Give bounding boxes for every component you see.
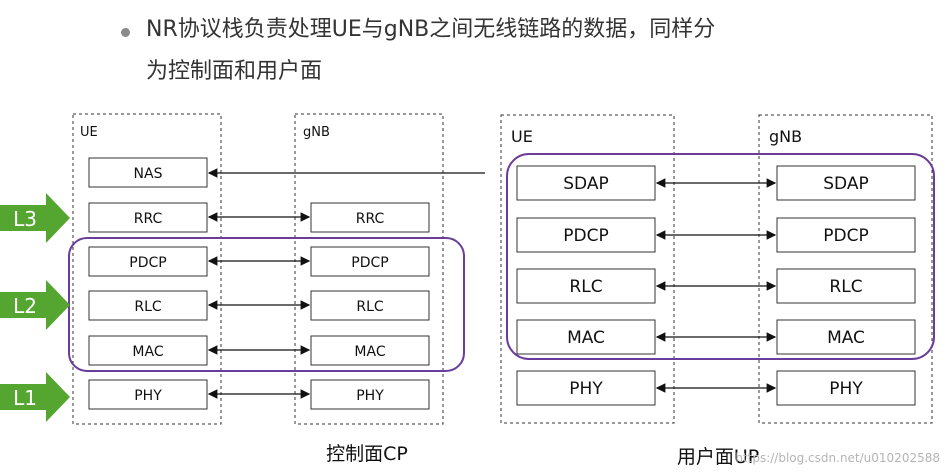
- up-ue-mac: MAC: [567, 328, 605, 348]
- up-gnb-mac: MAC: [827, 328, 865, 348]
- up-group-outline: [506, 153, 935, 360]
- up-gnb-pdcp: PDCP: [823, 226, 868, 246]
- header-line-1: NR协议栈负责处理UE与gNB之间无线链路的数据，同样分: [146, 17, 716, 42]
- cp-ue-rrc: RRC: [134, 211, 163, 227]
- cp-gnb-phy: PHY: [356, 388, 384, 404]
- up-ue-stack: SDAP PDCP RLC MAC PHY: [516, 165, 656, 406]
- l1-layer-arrow: L1: [0, 372, 70, 422]
- cp-ue-mac: MAC: [132, 344, 163, 360]
- up-ue-label: UE: [511, 127, 533, 146]
- up-ue-phy: PHY: [569, 379, 603, 399]
- cp-gnb-pdcp: PDCP: [351, 255, 388, 271]
- up-gnb-rlc: RLC: [829, 277, 862, 297]
- up-ue-rlc: RLC: [569, 277, 602, 297]
- cp-ue-stack: NAS RRC PDCP RLC MAC PHY: [88, 157, 208, 410]
- cp-gnb-label: gNB: [303, 125, 330, 140]
- up-ue-pdcp: PDCP: [563, 226, 608, 246]
- l1-label: L1: [13, 386, 37, 410]
- cp-caption: 控制面CP: [326, 443, 408, 465]
- cp-ue-label: UE: [80, 125, 98, 140]
- l2-layer-arrow: L2: [0, 280, 70, 330]
- cp-ue-column: [72, 113, 222, 425]
- cp-gnb-mac: MAC: [354, 344, 385, 360]
- up-ue-column: [500, 114, 675, 424]
- up-gnb-column: [758, 114, 933, 424]
- up-gnb-stack: SDAP PDCP RLC MAC PHY: [776, 165, 916, 406]
- cp-gnb-rrc: RRC: [356, 211, 385, 227]
- up-gnb-sdap: SDAP: [823, 174, 868, 194]
- watermark: https://blog.csdn.net/u010202588: [735, 451, 940, 465]
- up-ue-sdap: SDAP: [563, 174, 608, 194]
- up-caption: 用户面UP: [677, 446, 759, 468]
- cp-gnb-rlc: RLC: [356, 299, 384, 315]
- cp-gnb-stack: RRC PDCP RLC MAC PHY: [310, 202, 430, 410]
- l2-label: L2: [13, 294, 37, 318]
- l3-label: L3: [13, 207, 37, 231]
- header-line-2: 为控制面和用户面: [146, 59, 323, 84]
- cp-ue-pdcp: PDCP: [129, 255, 166, 271]
- cp-ue-rlc: RLC: [134, 299, 162, 315]
- bullet-dot: [121, 28, 130, 37]
- cp-ue-phy: PHY: [134, 388, 162, 404]
- l3-layer-arrow: L3: [0, 193, 70, 243]
- cp-ue-nas: NAS: [134, 166, 163, 182]
- up-gnb-phy: PHY: [829, 379, 863, 399]
- cp-gnb-column: [294, 113, 444, 425]
- up-gnb-label: gNB: [769, 127, 802, 146]
